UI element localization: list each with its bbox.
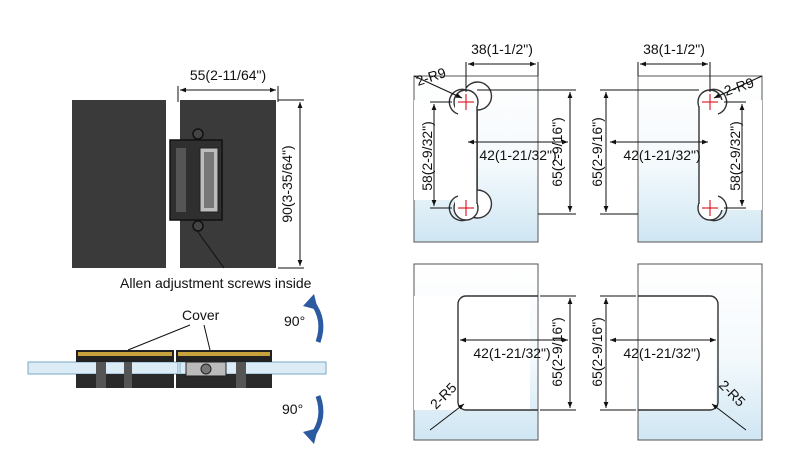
top-width-dimension: 38(1-1/2") — [643, 41, 705, 57]
hinge-height-dimension: 90(3-35/64") — [279, 145, 295, 222]
cutout-top-left: 38(1-1/2") 2-R9 58(2-9/32") 42(1-21/32")… — [413, 41, 576, 243]
offset-dimension: 42(1-21/32") — [473, 345, 550, 361]
screws-note: Allen adjustment screws inside — [120, 275, 312, 291]
hole-spacing-dimension: 58(2-9/32") — [727, 121, 743, 191]
offset-dimension: 42(1-21/32") — [623, 345, 700, 361]
top-width-dimension: 38(1-1/2") — [471, 41, 533, 57]
rotation-angle-up: 90° — [284, 313, 305, 329]
cutout-bottom-right: 65(2-9/16") 42(1-21/32") 2-R5 — [589, 263, 763, 441]
adjustment-screw-bottom-icon — [192, 220, 204, 232]
hinge-elevation: 55(2-11/64") 90(3-35/64") Allen adjustme… — [72, 67, 312, 291]
cutout-outline — [414, 296, 474, 410]
height-dimension: 65(2-9/16") — [549, 117, 565, 187]
height-dimension: 65(2-9/16") — [589, 117, 605, 187]
cutout-top-right: 38(1-1/2") 2-R9 58(2-9/32") 42(1-21/32")… — [589, 41, 763, 243]
hole-spacing-dimension: 58(2-9/32") — [419, 121, 435, 191]
cutout-bottom-left: 65(2-9/16") 42(1-21/32") 2-R5 — [413, 263, 576, 441]
cover-label: Cover — [182, 307, 220, 323]
height-dimension: 65(2-9/16") — [589, 317, 605, 387]
height-dimension: 65(2-9/16") — [549, 317, 565, 387]
hinge-section: Cover 90° 90° — [27, 294, 327, 444]
offset-dimension: 42(1-21/32") — [623, 147, 700, 163]
offset-dimension: 42(1-21/32") — [479, 147, 556, 163]
hinge-width-dimension: 55(2-11/64") — [190, 67, 266, 83]
adjustment-screw-top-icon — [192, 128, 204, 140]
hinge-left-plate — [72, 100, 166, 268]
rotation-angle-down: 90° — [282, 401, 303, 417]
